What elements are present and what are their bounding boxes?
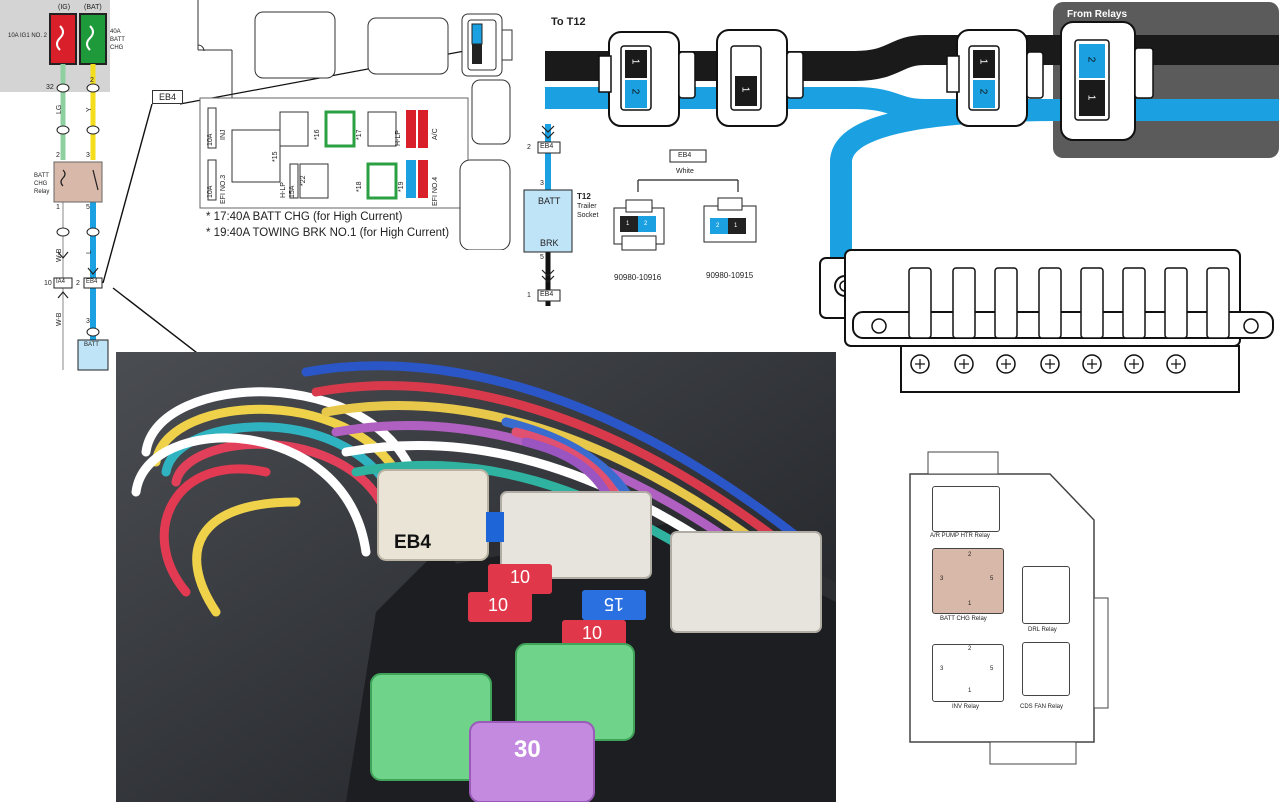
harness-pin-1d: 1 <box>1085 94 1097 101</box>
trailer-wiring <box>523 124 573 306</box>
batt-chg-pin-5: 5 <box>990 576 994 582</box>
pin-2-eb4: 2 <box>76 280 80 287</box>
trailer-pin-3: 3 <box>540 180 544 187</box>
conn-eb4: EB4 <box>86 279 98 285</box>
relay-batt-chg <box>932 548 1004 614</box>
conn-right-pin-b: 2 <box>716 223 720 229</box>
conn-left-pin-a: 1 <box>626 221 630 227</box>
harness-pin-2d: 2 <box>1085 56 1097 63</box>
inv-pin-3: 3 <box>940 666 944 672</box>
trailer-brk: BRK <box>540 238 559 248</box>
note-2: * 19:40A TOWING BRK NO.1 (for High Curre… <box>206 227 450 239</box>
pin-3-batt: 3 <box>86 318 90 325</box>
batt-chg-pin-1: 1 <box>968 601 972 607</box>
trailer-pin-1: 1 <box>527 292 531 299</box>
relay-cds-fan <box>1022 642 1070 696</box>
relay-pin-2: 2 <box>56 152 60 159</box>
mark-17: *17 <box>356 129 363 140</box>
harness-pin-1c: 1 <box>977 58 989 65</box>
mark-19: *19 <box>398 181 405 192</box>
right-efi4: EFI NO.4 <box>432 176 439 206</box>
trailer-batt: BATT <box>538 196 561 206</box>
harness-pin-2c: 2 <box>977 88 989 95</box>
t12-sub: Trailer Socket <box>577 203 599 219</box>
harness-pin-1a: 1 <box>629 58 641 65</box>
schematic-wiring <box>49 13 109 371</box>
fuse-left-1: 10A <box>207 133 214 146</box>
inv-pin-1: 1 <box>968 688 972 694</box>
photo-drawing <box>116 352 836 802</box>
trailer-socket: 2 EB4 3 BATT BRK 5 1 EB4 T12 Trailer Soc… <box>520 120 610 310</box>
photo-fuse-15: 15 <box>604 594 625 614</box>
relay-block: A/R PUMP HTR Relay BATT CHG Relay DRL Re… <box>898 438 1118 798</box>
right-hlp: H-LP <box>395 130 402 146</box>
fuse-15a: 15A <box>289 185 296 198</box>
pin-32: 32 <box>46 84 54 91</box>
trailer-pin-5: 5 <box>540 254 544 261</box>
fuse-box-eb4-tag: EB4 <box>152 90 184 104</box>
harness-pin-2a: 2 <box>629 88 641 95</box>
relay-drl <box>1022 566 1070 624</box>
inv-label: INV Relay <box>952 704 980 710</box>
photo-fuse-10-b: 10 <box>488 595 509 615</box>
pin-2-top: 2 <box>90 77 94 84</box>
relay-pin-3: 3 <box>86 152 90 159</box>
fuse-bat-label: 40A BATT CHG <box>110 29 125 51</box>
relay-block-outline <box>909 451 1109 765</box>
mark-15: *15 <box>272 151 279 162</box>
fuse-slots <box>908 267 1230 374</box>
t12-title: T12 <box>577 192 591 201</box>
batt-chg-label: BATT CHG Relay <box>940 616 987 622</box>
photo-fuse-10-c: 10 <box>582 623 603 643</box>
mark-22: *22 <box>300 175 307 186</box>
relay-pin-1: 1 <box>56 204 60 211</box>
note-1: * 17:40A BATT CHG (for High Current) <box>206 211 403 223</box>
trailer-eb4-bottom: EB4 <box>540 291 554 298</box>
conn-left-pin-b: 2 <box>644 221 648 227</box>
right-ac: A/C <box>432 128 439 140</box>
relay-air-pump <box>932 486 1000 532</box>
fuse-15a-b: H-LP <box>280 182 287 198</box>
photo-fuse-10-a: 10 <box>510 567 531 587</box>
conn-eb4-tag: EB4 <box>678 152 692 159</box>
photo-fuse-30: 30 <box>514 736 541 763</box>
harness-pin-1b: 1 <box>739 86 751 93</box>
fuse-bat-header: (BAT) <box>84 4 102 11</box>
mark-18: *18 <box>356 181 363 192</box>
air-pump-label: A/R PUMP HTR Relay <box>930 533 990 539</box>
relay-pin-5: 5 <box>86 204 90 211</box>
part-left: 90980-10916 <box>614 273 662 282</box>
fuse-left-1b: INJ <box>220 129 227 141</box>
conn-right-pin-a: 1 <box>734 223 738 229</box>
schematic: (IG) (BAT) 10A IG1 NO. 2 40A BATT CHG 32… <box>0 0 125 371</box>
fuse-ig-header: (IG) <box>58 4 71 11</box>
to-t12-label: To T12 <box>551 16 586 28</box>
fuse-box-outline <box>197 0 513 250</box>
relay-inv <box>932 644 1004 702</box>
drl-label: DRL Relay <box>1028 627 1057 633</box>
fuse-left-2: 10A <box>207 185 214 198</box>
batt-chg-pin-2: 2 <box>968 552 972 558</box>
engine-bay-photo: EB4 10 10 15 10 30 <box>116 352 836 802</box>
pin-10: 10 <box>44 280 52 287</box>
trailer-pin-2: 2 <box>527 144 531 151</box>
photo-eb4-label: EB4 <box>394 532 431 553</box>
part-right: 90980-10915 <box>706 271 754 280</box>
cds-fan-label: CDS FAN Relay <box>1020 704 1064 710</box>
conn-color: White <box>676 168 694 175</box>
fuse-ig-label: 10A IG1 NO. 2 <box>8 33 48 39</box>
from-relays-label: From Relays <box>1067 9 1128 20</box>
fuse-left-2b: EFI NO.3 <box>220 174 227 204</box>
inv-pin-2: 2 <box>968 646 972 652</box>
batt-chg-pin-3: 3 <box>940 576 944 582</box>
mark-16: *16 <box>314 129 321 140</box>
conn-ia4: IA4 <box>56 279 66 285</box>
trailer-eb4-top: EB4 <box>540 143 554 150</box>
inv-pin-5: 5 <box>990 666 994 672</box>
connector-faces <box>613 149 757 251</box>
fuse-box-diagram: EB4 10A INJ 10A EFI NO.3 *16 *17 *15 *22… <box>150 0 520 250</box>
batt-label: BATT <box>84 342 99 348</box>
relay-label: BATT CHG Relay <box>34 173 50 195</box>
connector-views: EB4 White 1 2 2 1 90980-10916 90980-1091… <box>600 146 780 286</box>
